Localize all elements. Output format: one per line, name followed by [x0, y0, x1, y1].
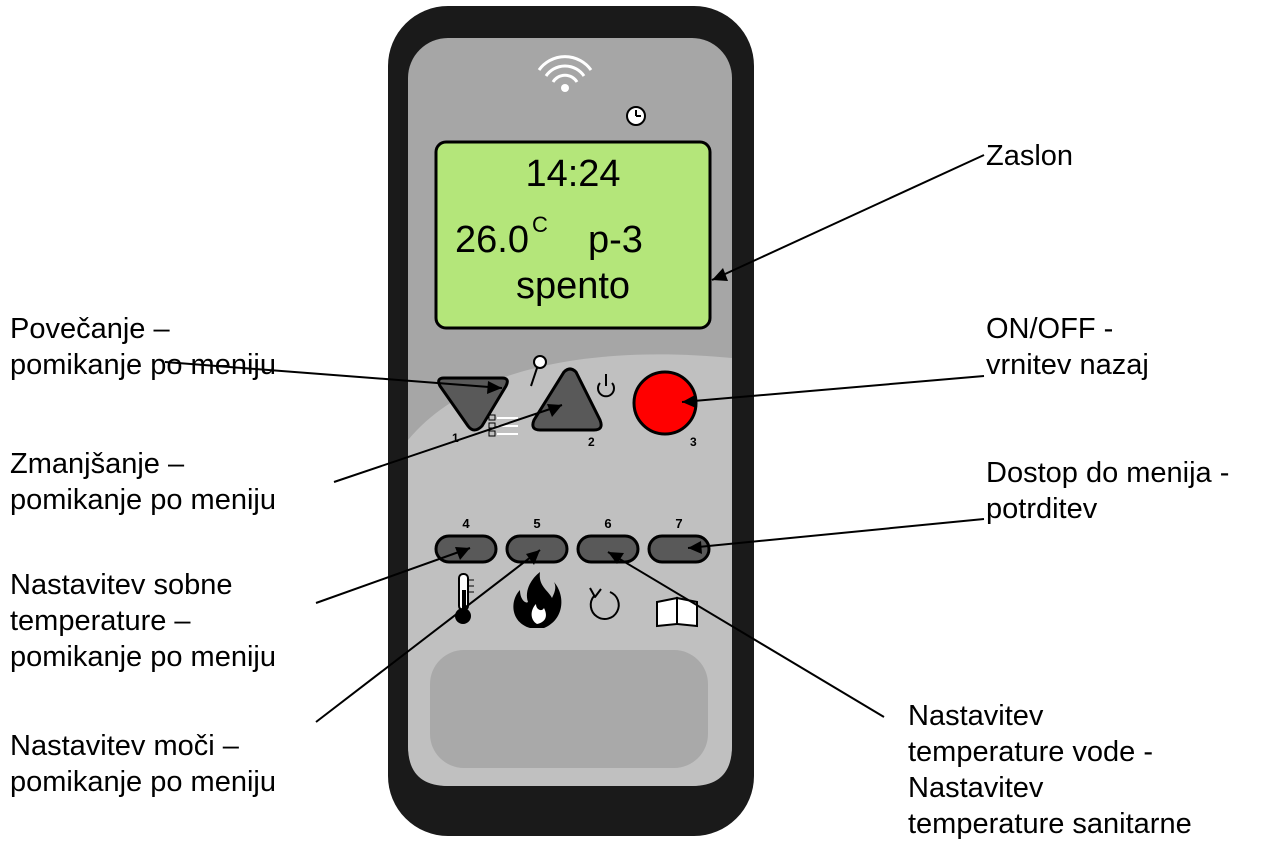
lcd-time: 14:24 [525, 153, 620, 195]
button-3-number: 3 [690, 435, 697, 449]
lcd-status: spento [516, 265, 630, 307]
lcd-temperature: 26.0 [455, 219, 529, 261]
arrowhead-zaslon [712, 268, 728, 281]
button-1-number: 1 [452, 431, 459, 445]
button-2-number: 2 [588, 435, 595, 449]
label-voda-line-1: Nastavitev [908, 700, 1044, 732]
button-5-number: 5 [533, 516, 540, 531]
label-dostop-line-2: potrditev [986, 493, 1098, 525]
panel-bottom-inset [430, 650, 708, 768]
arrowhead-voda [608, 552, 624, 564]
label-moc: Nastavitev moči – pomikanje po meniju [10, 728, 276, 800]
lcd-temperature-unit: C [532, 212, 548, 237]
label-sobna: Nastavitev sobne temperature – pomikanje… [10, 567, 276, 675]
label-sobna-line-2: temperature – [10, 605, 191, 637]
label-voda-line-2: temperature vode - [908, 736, 1154, 768]
button-4-number: 4 [462, 516, 470, 531]
button-7-number: 7 [675, 516, 682, 531]
label-dostop: Dostop do menija - potrditev [986, 455, 1229, 527]
button-7-menu[interactable] [647, 534, 711, 564]
button-2-up[interactable] [531, 367, 603, 432]
lcd-power-level: p-3 [588, 219, 643, 261]
label-sobna-line-3: pomikanje po meniju [10, 641, 276, 673]
button-6-number: 6 [604, 516, 611, 531]
button-5-power[interactable] [505, 534, 569, 564]
label-zmanjsanje-line-2: pomikanje po meniju [10, 484, 276, 516]
button-3-onoff[interactable] [632, 370, 698, 436]
label-onoff-line-1: ON/OFF - [986, 313, 1114, 345]
callout-arrowheads [455, 268, 728, 565]
label-moc-line-2: pomikanje po meniju [10, 766, 276, 798]
refresh-icon [589, 587, 620, 620]
label-sobna-line-1: Nastavitev sobne [10, 569, 233, 601]
label-zaslon: Zaslon [986, 138, 1073, 174]
label-povecanje: Povečanje – pomikanje po meniju [10, 311, 276, 383]
callout-zaslon-line [711, 154, 985, 281]
lcd-screen [434, 140, 712, 330]
callout-moc-line [315, 549, 541, 723]
callout-voda-line [607, 551, 885, 718]
power-icon [597, 374, 615, 398]
label-zmanjsanje-line-1: Zmanjšanje – [10, 448, 185, 480]
wifi-icon [537, 55, 593, 92]
label-dostop-line-1: Dostop do menija - [986, 457, 1230, 489]
label-zmanjsanje: Zmanjšanje – pomikanje po meniju [10, 446, 276, 518]
callout-zmanjsanje-line [333, 404, 563, 483]
arrowhead-onoff [682, 395, 696, 408]
callout-sobna-line [315, 547, 471, 604]
label-moc-line-1: Nastavitev moči – [10, 730, 239, 762]
arrowhead-zmanjsanje [547, 404, 562, 417]
label-onoff-line-2: vrnitev nazaj [986, 349, 1149, 381]
arrowhead-moc [526, 550, 540, 565]
label-voda: Nastavitev temperature vode - Nastavitev… [908, 698, 1192, 842]
arrowhead-sobna [455, 547, 470, 560]
callout-dostop-line [687, 518, 985, 549]
flame-icon [513, 572, 562, 628]
arrowhead-dostop [688, 541, 702, 554]
arrowhead-povecanje [487, 381, 502, 394]
label-zaslon-line-1: Zaslon [986, 140, 1074, 172]
label-povecanje-line-2: pomikanje po meniju [10, 349, 276, 381]
callout-onoff-line [681, 375, 985, 403]
label-voda-line-3: Nastavitev [908, 772, 1044, 804]
label-voda-line-4: temperature sanitarne [908, 808, 1192, 840]
label-povecanje-line-1: Povečanje – [10, 313, 170, 345]
callout-lines [164, 154, 985, 723]
label-onoff: ON/OFF - vrnitev nazaj [986, 311, 1149, 383]
clock-icon [626, 106, 646, 126]
callout-povecanje-line [164, 361, 503, 389]
button-6-water-temperature[interactable] [576, 534, 640, 564]
key-icon [530, 355, 547, 387]
